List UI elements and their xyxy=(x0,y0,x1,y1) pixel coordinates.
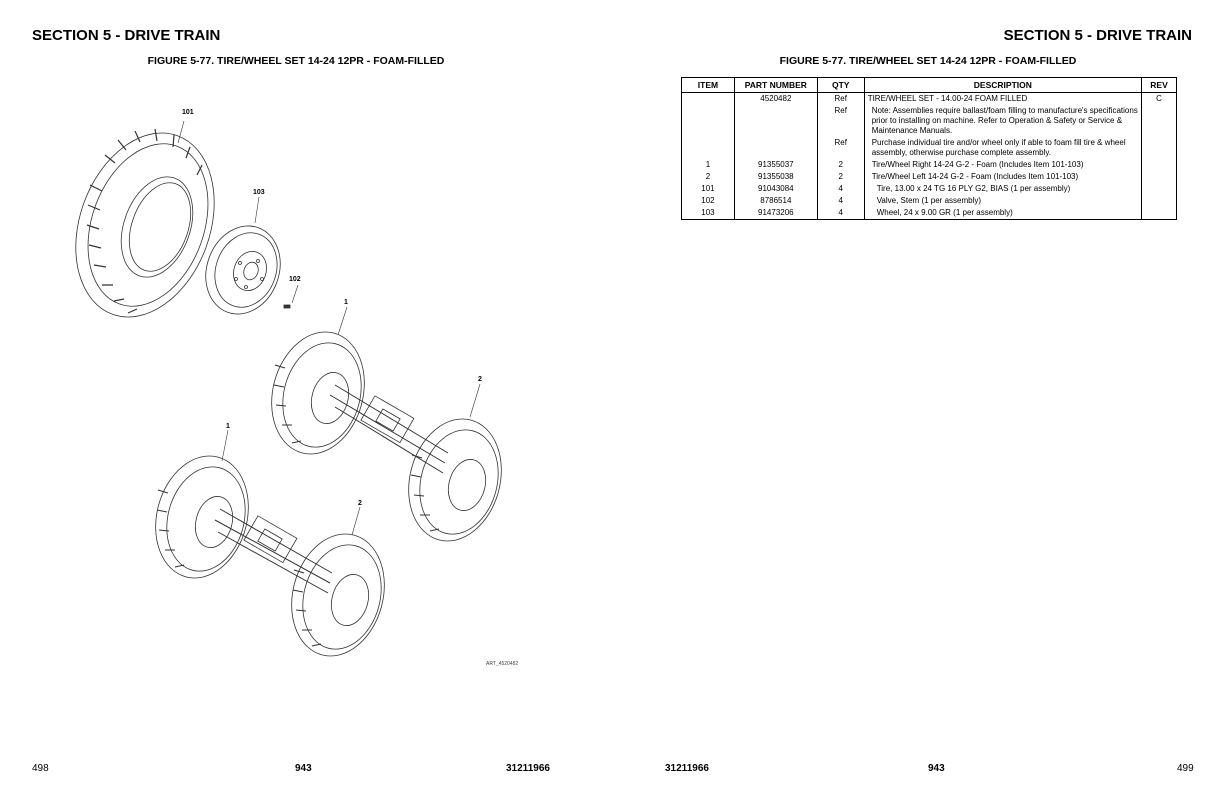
cell-description: TIRE/WHEEL SET - 14.00-24 FOAM FILLED xyxy=(863,92,1143,105)
cell-rev xyxy=(1141,105,1177,137)
cell-rev xyxy=(1141,183,1177,195)
cell-description: Valve, Stem (1 per assembly) xyxy=(863,195,1143,207)
cell-qty: 2 xyxy=(816,159,865,171)
parts-table: ITEM PART NUMBER QTY DESCRIPTION REV 452… xyxy=(681,77,1177,220)
cell-qty: 4 xyxy=(816,207,865,220)
cell-item xyxy=(681,105,735,137)
cell-part-number: 4520482 xyxy=(733,92,818,105)
cell-rev xyxy=(1141,207,1177,220)
callout-103: 103 xyxy=(253,189,265,196)
callout-2-lower: 2 xyxy=(358,500,362,507)
doc-number: 31211966 xyxy=(506,763,550,774)
figure-title: FIGURE 5-77. TIRE/WHEEL SET 14-24 12PR -… xyxy=(779,55,1077,67)
left-page: SECTION 5 - DRIVE TRAIN FIGURE 5-77. TIR… xyxy=(32,27,550,774)
page-number: 499 xyxy=(1177,763,1194,774)
header-part-number: PART NUMBER xyxy=(733,77,818,93)
page-number: 498 xyxy=(32,763,49,774)
table-row: Ref Purchase individual tire and/or whee… xyxy=(681,137,1177,159)
cell-rev xyxy=(1141,137,1177,159)
tire-drawing xyxy=(75,128,215,318)
cell-part-number: 8786514 xyxy=(733,195,818,207)
doc-page: 943 xyxy=(295,763,312,774)
cell-qty: 2 xyxy=(816,171,865,183)
cell-description: Tire/Wheel Right 14-24 G-2 - Foam (Inclu… xyxy=(863,159,1143,171)
table-row: 4520482 Ref TIRE/WHEEL SET - 14.00-24 FO… xyxy=(681,92,1177,105)
header-rev: REV xyxy=(1141,77,1177,93)
cell-qty: Ref xyxy=(816,92,865,105)
callout-102: 102 xyxy=(289,276,301,283)
callout-1-upper: 1 xyxy=(344,299,348,306)
right-page: SECTION 5 - DRIVE TRAIN FIGURE 5-77. TIR… xyxy=(612,0,1224,792)
section-title: SECTION 5 - DRIVE TRAIN xyxy=(32,27,221,44)
callout-101: 101 xyxy=(182,109,194,116)
figure-title: FIGURE 5-77. TIRE/WHEEL SET 14-24 12PR -… xyxy=(147,55,445,67)
cell-part-number xyxy=(733,105,818,137)
cell-item xyxy=(681,92,735,105)
cell-qty: 4 xyxy=(816,195,865,207)
upper-axle-assembly xyxy=(271,331,502,542)
table-row: Ref Note: Assemblies require ballast/foa… xyxy=(681,105,1177,137)
header-qty: QTY xyxy=(816,77,865,93)
table-row: 2 91355038 2 Tire/Wheel Left 14-24 G-2 -… xyxy=(681,171,1177,183)
cell-qty: Ref xyxy=(816,105,865,137)
cell-part-number: 91473206 xyxy=(733,207,818,220)
cell-description: Purchase individual tire and/or wheel on… xyxy=(863,137,1143,159)
cell-rev xyxy=(1141,195,1177,207)
callout-2-upper: 2 xyxy=(478,376,482,383)
cell-part-number: 91355037 xyxy=(733,159,818,171)
cell-item: 103 xyxy=(681,207,735,220)
doc-page: 943 xyxy=(928,763,945,774)
cell-qty: 4 xyxy=(816,183,865,195)
cell-qty: Ref xyxy=(816,137,865,159)
cell-rev: C xyxy=(1141,92,1177,105)
wheel-drawing xyxy=(205,225,281,315)
cell-part-number: 91355038 xyxy=(733,171,818,183)
cell-item: 101 xyxy=(681,183,735,195)
cell-part-number xyxy=(733,137,818,159)
table-row: 102 8786514 4 Valve, Stem (1 per assembl… xyxy=(681,195,1177,207)
art-number: ART_4520482 xyxy=(486,661,519,667)
cell-rev xyxy=(1141,159,1177,171)
callout-1-lower: 1 xyxy=(226,423,230,430)
header-item: ITEM xyxy=(681,77,735,93)
cell-item: 2 xyxy=(681,171,735,183)
cell-item: 1 xyxy=(681,159,735,171)
section-title: SECTION 5 - DRIVE TRAIN xyxy=(1003,27,1192,44)
cell-part-number: 91043084 xyxy=(733,183,818,195)
table-row: 101 91043084 4 Tire, 13.00 x 24 TG 16 PL… xyxy=(681,183,1177,195)
cell-item: 102 xyxy=(681,195,735,207)
cell-description: Tire/Wheel Left 14-24 G-2 - Foam (Includ… xyxy=(863,171,1143,183)
cell-description: Wheel, 24 x 9.00 GR (1 per assembly) xyxy=(863,207,1143,220)
cell-description: Tire, 13.00 x 24 TG 16 PLY G2, BIAS (1 p… xyxy=(863,183,1143,195)
cell-description: Note: Assemblies require ballast/foam fi… xyxy=(863,105,1143,137)
cell-rev xyxy=(1141,171,1177,183)
cell-item xyxy=(681,137,735,159)
table-row: 103 91473206 4 Wheel, 24 x 9.00 GR (1 pe… xyxy=(681,207,1177,220)
header-description: DESCRIPTION xyxy=(863,77,1143,93)
exploded-view-drawing: 101 103 102 xyxy=(60,95,540,685)
table-row: 1 91355037 2 Tire/Wheel Right 14-24 G-2 … xyxy=(681,159,1177,171)
table-header-row: ITEM PART NUMBER QTY DESCRIPTION REV xyxy=(681,77,1177,93)
lower-axle-assembly xyxy=(155,455,385,657)
doc-number: 31211966 xyxy=(665,763,709,774)
